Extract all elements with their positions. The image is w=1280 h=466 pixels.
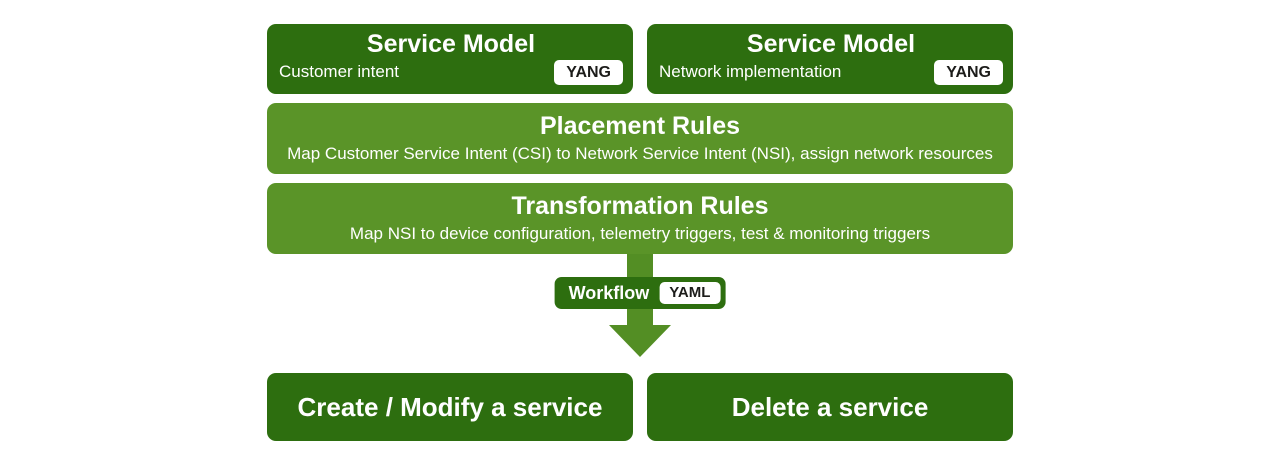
service-model-customer-box: Service Model Customer intent YANG: [267, 24, 633, 94]
service-orchestration-diagram: Service Model Customer intent YANG Servi…: [267, 24, 1013, 441]
workflow-arrow-zone: Workflow YAML: [267, 254, 1013, 373]
yang-badge: YANG: [554, 60, 623, 85]
transformation-rules-box: Transformation Rules Map NSI to device c…: [267, 183, 1013, 254]
action-label: Delete a service: [731, 391, 929, 422]
down-arrow-icon: [609, 325, 671, 357]
box-title: Placement Rules: [539, 112, 741, 141]
action-label: Create / Modify a service: [297, 391, 603, 422]
placement-rules-box: Placement Rules Map Customer Service Int…: [267, 103, 1013, 174]
workflow-label: Workflow: [568, 282, 650, 303]
yaml-badge: YAML: [659, 282, 721, 304]
box-sub-row: Customer intent YANG: [279, 60, 623, 85]
box-sub-row: Network implementation YANG: [659, 60, 1003, 85]
box-title: Service Model: [366, 30, 536, 58]
yang-badge: YANG: [934, 60, 1003, 85]
service-actions-row: Create / Modify a service Delete a servi…: [267, 373, 1013, 441]
service-model-network-box: Service Model Network implementation YAN…: [647, 24, 1013, 94]
box-title: Transformation Rules: [511, 192, 769, 221]
box-subtitle: Map Customer Service Intent (CSI) to Net…: [287, 144, 993, 164]
box-subtitle: Network implementation: [659, 62, 842, 82]
box-subtitle: Customer intent: [279, 62, 399, 82]
box-subtitle: Map NSI to device configuration, telemet…: [349, 224, 931, 244]
delete-service-box: Delete a service: [647, 373, 1013, 441]
workflow-pill: Workflow YAML: [554, 277, 726, 309]
box-title: Service Model: [746, 30, 916, 58]
create-modify-service-box: Create / Modify a service: [267, 373, 633, 441]
service-model-row: Service Model Customer intent YANG Servi…: [267, 24, 1013, 94]
